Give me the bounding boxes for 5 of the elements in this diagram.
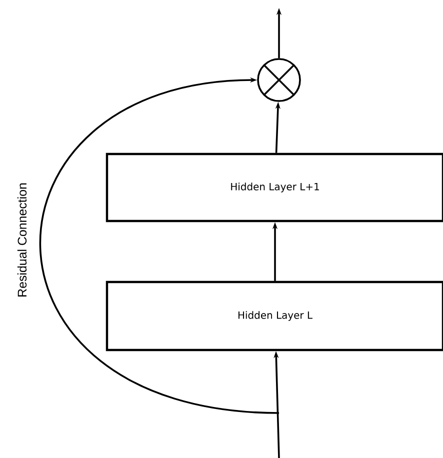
curved-arrow — [39, 77, 280, 414]
edge-label: Residual Connection — [16, 182, 28, 298]
layer-box: Hidden Layer L — [106, 280, 443, 352]
multiply-circle — [257, 58, 301, 102]
layer-box: Hidden Layer L+1 — [106, 152, 443, 222]
